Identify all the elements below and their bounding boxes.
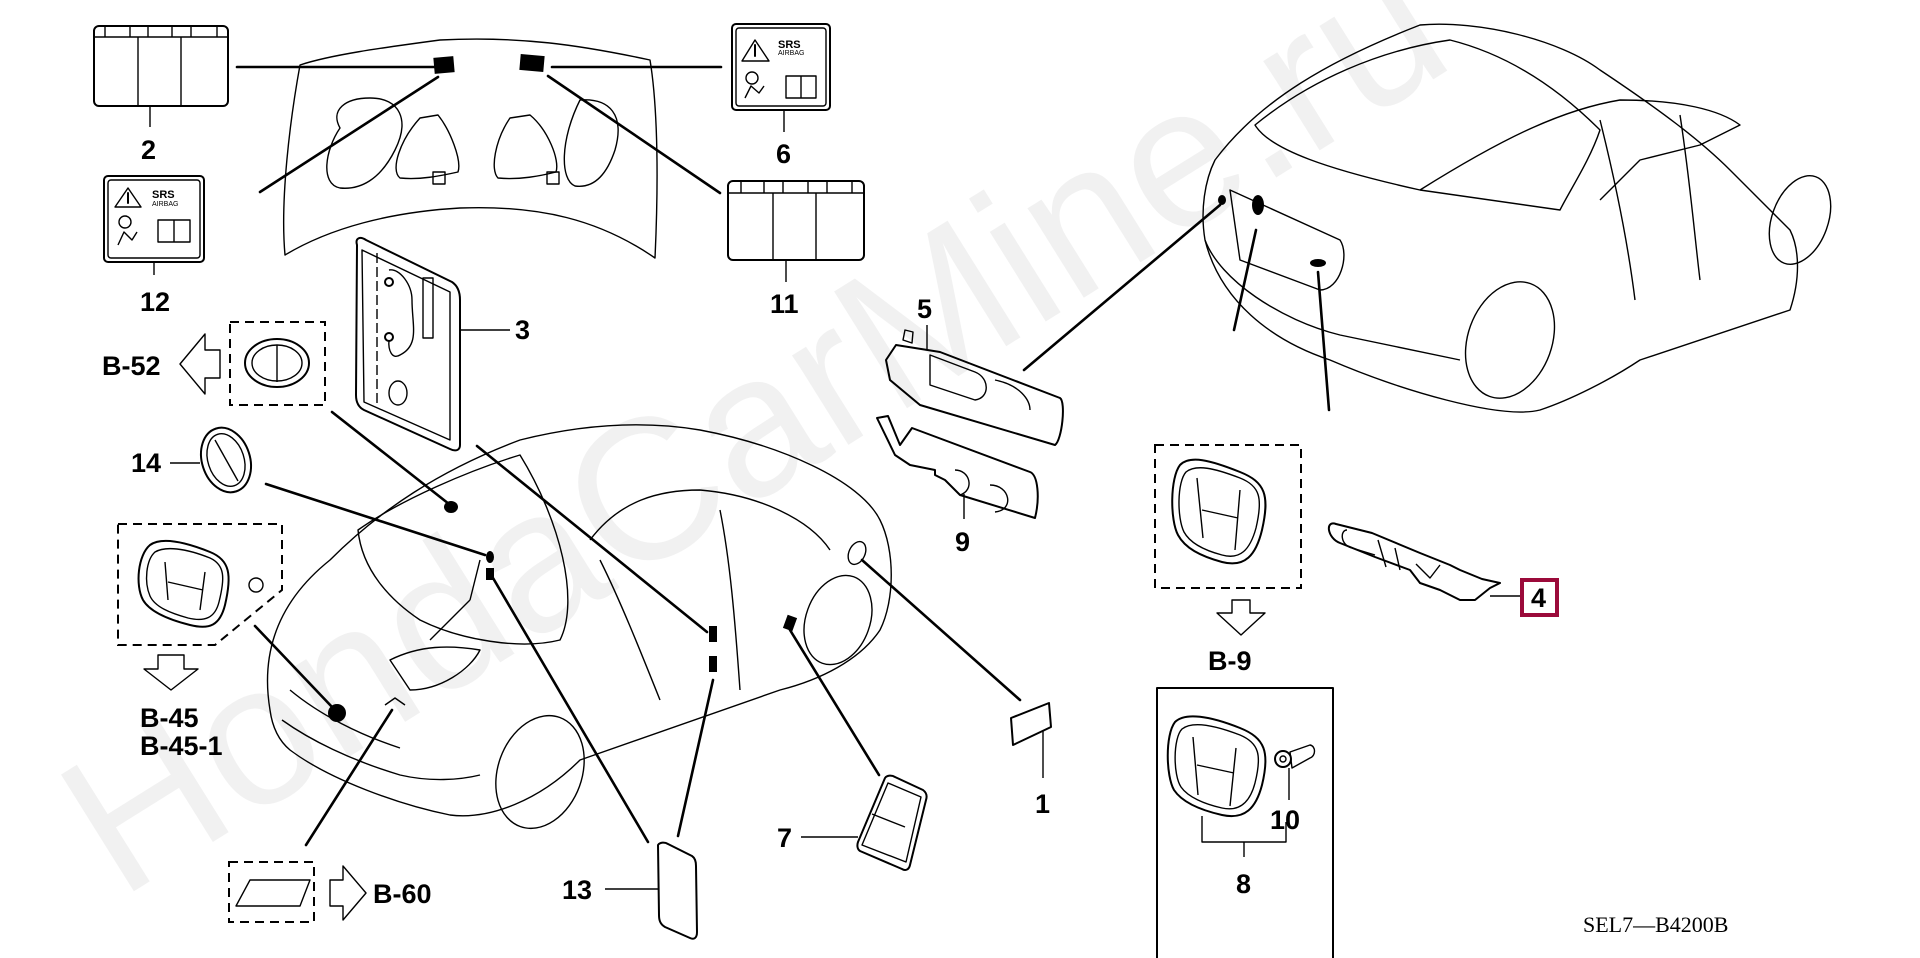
diagram-code: SEL7—B4200B bbox=[1583, 912, 1728, 937]
hood-label-mark-left bbox=[433, 56, 455, 74]
callout-10[interactable]: 10 bbox=[1270, 805, 1300, 835]
part-3-engine-label[interactable] bbox=[355, 236, 510, 452]
callout-8[interactable]: 8 bbox=[1236, 869, 1251, 899]
part-9-vtec-emblem[interactable] bbox=[876, 415, 1039, 519]
svg-text:SRS: SRS bbox=[778, 39, 801, 51]
ref-b60-box[interactable] bbox=[228, 861, 367, 923]
callout-3[interactable]: 3 bbox=[515, 315, 530, 345]
part-7-label[interactable] bbox=[801, 774, 928, 871]
arrow-left-icon bbox=[179, 333, 221, 395]
arrow-right-icon bbox=[329, 865, 367, 921]
arrow-down-icon bbox=[1216, 599, 1266, 636]
svg-text:AIRBAG: AIRBAG bbox=[778, 50, 804, 57]
part-4-city-emblem[interactable] bbox=[1328, 522, 1522, 601]
clip-fastener-icon bbox=[1289, 744, 1316, 769]
parts-8-10-group-box bbox=[1156, 687, 1334, 958]
part-10-clip[interactable] bbox=[1274, 744, 1316, 800]
callout-1[interactable]: 1 bbox=[1035, 789, 1050, 819]
ref-b45-front-emblem-box[interactable] bbox=[117, 523, 283, 691]
part-2-label-sheet[interactable] bbox=[93, 25, 229, 127]
svg-text:SRS: SRS bbox=[152, 189, 175, 201]
airbag-person-icon bbox=[745, 71, 759, 85]
callout-6[interactable]: 6 bbox=[776, 139, 791, 169]
part-11-label-sheet[interactable] bbox=[727, 180, 865, 282]
honda-h-logo-icon bbox=[1192, 736, 1237, 807]
svg-text:AIRBAG: AIRBAG bbox=[152, 201, 178, 208]
part-8-rear-emblem[interactable] bbox=[1166, 715, 1287, 857]
ref-b60[interactable]: B-60 bbox=[373, 879, 432, 909]
warning-triangle-icon bbox=[114, 187, 142, 208]
ref-b9[interactable]: B-9 bbox=[1208, 646, 1252, 676]
callout-13[interactable]: 13 bbox=[562, 875, 592, 905]
ref-b45-1[interactable]: B-45-1 bbox=[140, 731, 223, 761]
warning-triangle-icon bbox=[741, 39, 770, 62]
callout-9[interactable]: 9 bbox=[955, 527, 970, 557]
part-1-label[interactable] bbox=[1010, 702, 1052, 778]
callout-4-highlight bbox=[1520, 578, 1559, 617]
part-14-emblem[interactable] bbox=[170, 421, 259, 499]
ref-b9-rear-emblem-box[interactable] bbox=[1154, 444, 1302, 636]
airbag-person-icon bbox=[118, 215, 132, 229]
hood-panel bbox=[283, 38, 658, 259]
callout-4[interactable]: 4 bbox=[1531, 583, 1546, 613]
part-12-srs-airbag-label[interactable]: SRS AIRBAG bbox=[103, 175, 205, 275]
fastener-icon bbox=[248, 577, 264, 593]
front-car-illustration bbox=[266, 424, 892, 830]
callout-12[interactable]: 12 bbox=[140, 287, 170, 317]
arrow-down-icon bbox=[143, 654, 199, 691]
honda-h-logo-icon bbox=[1196, 477, 1241, 551]
ref-b52[interactable]: B-52 bbox=[102, 351, 161, 381]
callout-11[interactable]: 11 bbox=[770, 289, 799, 319]
honda-h-logo-icon bbox=[164, 561, 206, 611]
callout-2[interactable]: 2 bbox=[141, 135, 156, 165]
part-6-srs-airbag-label[interactable]: SRS AIRBAG bbox=[731, 23, 831, 132]
callout-7[interactable]: 7 bbox=[777, 823, 792, 853]
watermark: HondaCarMine.ru bbox=[25, 0, 1482, 936]
callout-14[interactable]: 14 bbox=[131, 448, 161, 478]
part-5-idsi-emblem[interactable] bbox=[885, 325, 1064, 446]
hood-label-mark-right bbox=[519, 53, 545, 73]
ref-b52-emblem-box[interactable] bbox=[179, 321, 326, 406]
part-13-label[interactable] bbox=[605, 841, 698, 940]
ref-b45[interactable]: B-45 bbox=[140, 703, 199, 733]
callout-5[interactable]: 5 bbox=[917, 294, 932, 324]
